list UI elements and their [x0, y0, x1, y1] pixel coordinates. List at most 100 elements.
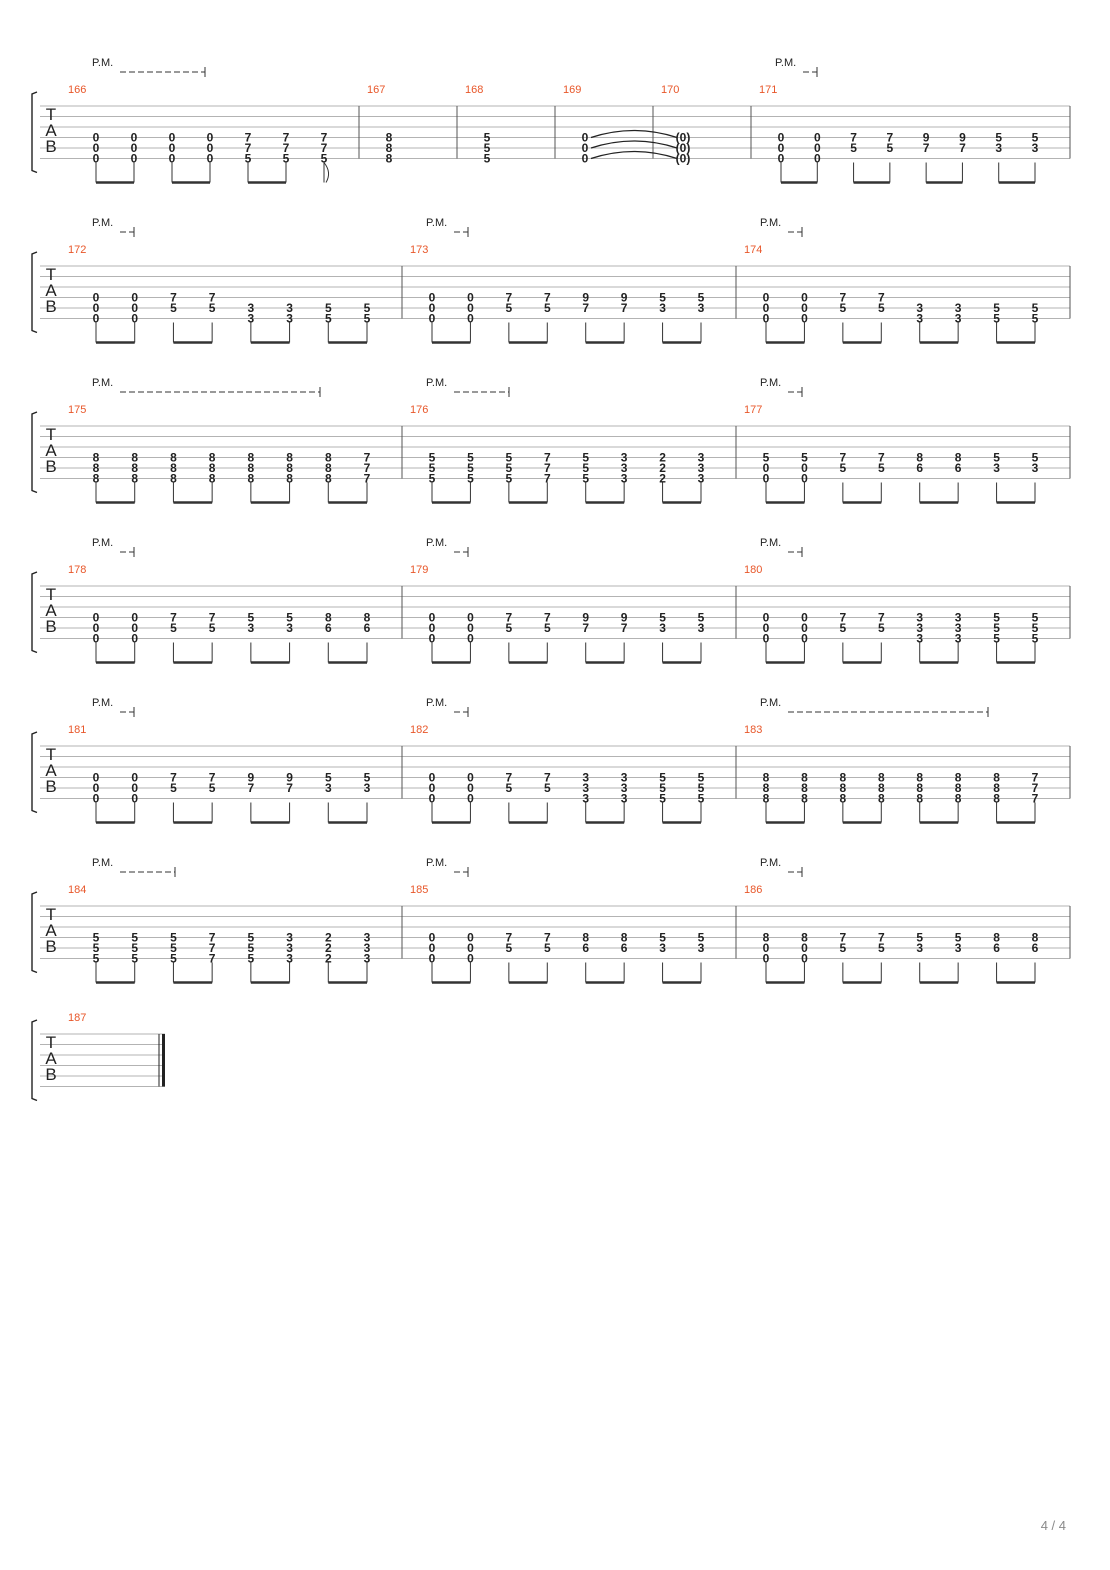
palm-mute-label: P.M. — [92, 217, 113, 229]
fret-number: (0) — [676, 152, 691, 166]
fret-number: 0 — [582, 131, 589, 145]
fret-number: 8 — [993, 781, 1000, 795]
palm-mute-label: P.M. — [92, 697, 113, 709]
fret-number: 7 — [544, 472, 551, 486]
fret-number: 7 — [544, 931, 551, 945]
fret-number: 5 — [506, 941, 513, 955]
fret-number: 3 — [916, 632, 923, 646]
fret-number: 7 — [209, 611, 216, 625]
fret-number: 8 — [763, 781, 770, 795]
fret-number: 0 — [467, 792, 474, 806]
fret-number: 0 — [429, 792, 436, 806]
fret-number: 5 — [209, 621, 216, 635]
measure-number: 173 — [410, 244, 428, 256]
fret-number: 0 — [131, 792, 138, 806]
fret-number: 8 — [840, 781, 847, 795]
fret-number: 7 — [506, 931, 513, 945]
fret-number: 8 — [955, 781, 962, 795]
fret-number: 5 — [364, 771, 371, 785]
fret-number: 5 — [763, 451, 770, 465]
fret-number: 3 — [955, 941, 962, 955]
fret-number: 5 — [248, 611, 255, 625]
measure-number: 184 — [68, 884, 86, 896]
fret-number: 5 — [506, 621, 513, 635]
system-bracket — [31, 411, 38, 494]
fret-number: 8 — [763, 792, 770, 806]
fret-number: 3 — [248, 312, 255, 326]
fret-number: 8 — [955, 451, 962, 465]
fret-number: (0) — [676, 141, 691, 155]
fret-number: 0 — [93, 611, 100, 625]
fret-number: 0 — [467, 301, 474, 315]
tab-clef-letter: B — [45, 457, 56, 476]
tab-clef-letter: A — [45, 1049, 57, 1068]
fret-number: 0 — [131, 771, 138, 785]
system-bracket — [31, 731, 38, 814]
fret-number: 8 — [364, 611, 371, 625]
tie-arc — [590, 150, 678, 160]
fret-number: 0 — [429, 781, 436, 795]
fret-number: 0 — [467, 621, 474, 635]
fret-number: 5 — [170, 931, 177, 945]
measure-number: 174 — [744, 244, 762, 256]
fret-number: 0 — [429, 611, 436, 625]
fret-number: 8 — [878, 771, 885, 785]
final-barline — [162, 1034, 165, 1087]
measure-number: 185 — [410, 884, 428, 896]
fret-number: 5 — [840, 621, 847, 635]
fret-number: 5 — [1032, 451, 1039, 465]
fret-number: 5 — [131, 941, 138, 955]
fret-number: 8 — [801, 931, 808, 945]
fret-number: 6 — [955, 461, 962, 475]
fret-number: 3 — [698, 941, 705, 955]
fret-number: 3 — [1032, 461, 1039, 475]
fret-number: 0 — [582, 152, 589, 166]
fret-number: (0) — [676, 131, 691, 145]
tab-clef-letter: T — [46, 585, 56, 604]
fret-number: 3 — [916, 621, 923, 635]
tab-clef-letter: A — [45, 441, 57, 460]
fret-number: 5 — [93, 941, 100, 955]
fret-number: 5 — [840, 941, 847, 955]
fret-number: 5 — [248, 931, 255, 945]
fret-number: 8 — [993, 931, 1000, 945]
fret-number: 5 — [850, 141, 857, 155]
fret-number: 0 — [763, 941, 770, 955]
fret-number: 3 — [659, 301, 666, 315]
fret-number: 0 — [467, 291, 474, 305]
fret-number: 0 — [93, 152, 100, 166]
fret-number: 8 — [131, 472, 138, 486]
fret-number: 5 — [1032, 131, 1039, 145]
fret-number: 0 — [582, 141, 589, 155]
fret-number: 7 — [506, 611, 513, 625]
fret-number: 3 — [621, 781, 628, 795]
note-flag — [323, 162, 330, 183]
fret-number: 3 — [621, 451, 628, 465]
fret-number: 3 — [325, 781, 332, 795]
fret-number: 5 — [170, 301, 177, 315]
system-bracket — [31, 91, 38, 174]
fret-number: 8 — [170, 472, 177, 486]
tab-system: TAB166P.M.000000000000775775775167888168… — [31, 57, 1071, 184]
palm-mute-label: P.M. — [760, 217, 781, 229]
tab-system: TAB178P.M.000000757553538686179P.M.00000… — [31, 537, 1071, 664]
fret-number: 0 — [778, 141, 785, 155]
fret-number: 3 — [659, 941, 666, 955]
fret-number: 8 — [916, 451, 923, 465]
fret-number: 9 — [621, 291, 628, 305]
tab-clef-letter: B — [45, 1065, 56, 1084]
fret-number: 5 — [698, 291, 705, 305]
tab-clef-letter: T — [46, 1033, 56, 1052]
fret-number: 8 — [993, 792, 1000, 806]
fret-number: 8 — [763, 931, 770, 945]
fret-number: 7 — [840, 611, 847, 625]
fret-number: 3 — [955, 632, 962, 646]
fret-number: 0 — [801, 472, 808, 486]
fret-number: 5 — [955, 931, 962, 945]
fret-number: 8 — [170, 461, 177, 475]
fret-number: 3 — [582, 781, 589, 795]
fret-number: 7 — [364, 472, 371, 486]
fret-number: 8 — [131, 461, 138, 475]
fret-number: 3 — [286, 952, 293, 966]
fret-number: 0 — [763, 312, 770, 326]
